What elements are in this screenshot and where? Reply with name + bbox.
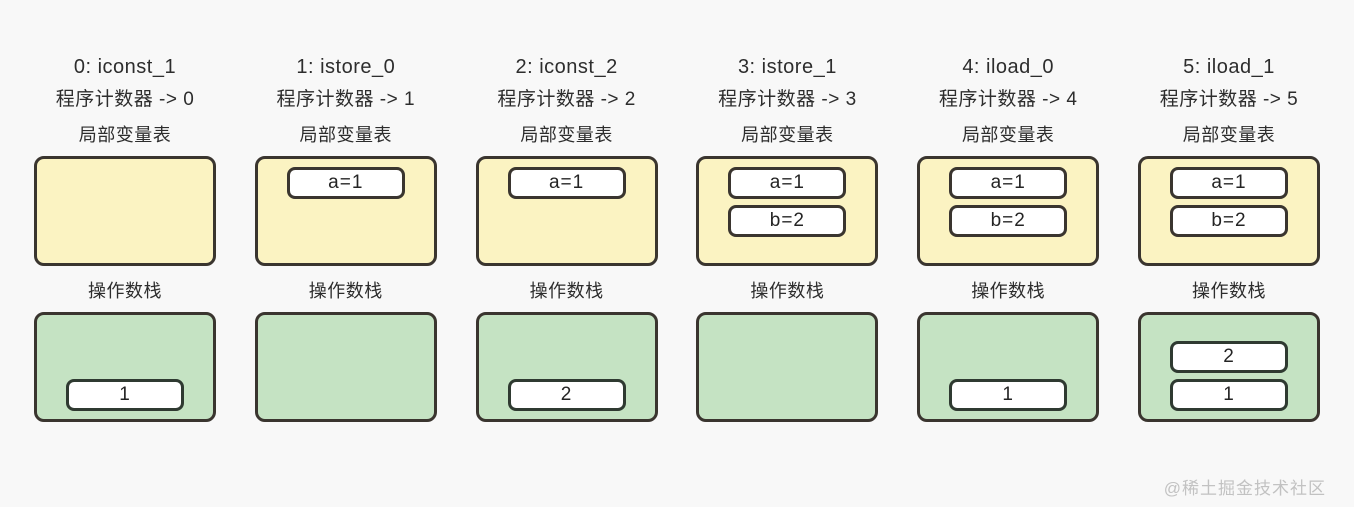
operand-stack-box [254, 312, 437, 422]
local-variable-slot: a=1 [507, 167, 626, 199]
local-variable-table-box: a=1 b=2 [917, 156, 1100, 266]
instruction-label: 0: iconst_1 [73, 56, 177, 78]
step-column-4: 4: iload_0 程序计数器 -> 4 局部变量表 a=1 b=2 操作数栈… [913, 0, 1103, 507]
stack-slot: 2 [1169, 341, 1288, 373]
local-variable-slot: b=2 [949, 205, 1068, 237]
local-variable-table-label: 局部变量表 [299, 125, 393, 145]
operand-stack-label: 操作数栈 [750, 281, 825, 301]
operand-stack-box [696, 312, 879, 422]
stack-slot: 1 [66, 379, 184, 411]
local-variable-slot: b=2 [1169, 205, 1288, 237]
instruction-label: 1: istore_0 [296, 56, 396, 78]
step-column-0: 0: iconst_1 程序计数器 -> 0 局部变量表 操作数栈 1 [30, 0, 220, 507]
local-variable-table-label: 局部变量表 [961, 125, 1055, 145]
local-variable-table-box [34, 156, 216, 266]
operand-stack-label: 操作数栈 [529, 281, 604, 301]
operand-stack-box: 2 1 [1137, 312, 1320, 422]
instruction-label: 5: iload_1 [1183, 56, 1275, 78]
program-counter-label: 程序计数器 -> 3 [718, 89, 857, 110]
operand-stack-label: 操作数栈 [88, 281, 162, 301]
stack-slot: 2 [507, 379, 626, 411]
program-counter-label: 程序计数器 -> 1 [276, 89, 416, 110]
operand-stack-label: 操作数栈 [308, 281, 383, 301]
program-counter-label: 程序计数器 -> 0 [55, 89, 195, 110]
local-variable-table-box: a=1 [475, 156, 658, 266]
operand-stack-label: 操作数栈 [971, 281, 1046, 301]
program-counter-label: 程序计数器 -> 2 [497, 89, 636, 110]
program-counter-label: 程序计数器 -> 4 [938, 89, 1078, 110]
step-column-5: 5: iload_1 程序计数器 -> 5 局部变量表 a=1 b=2 操作数栈… [1134, 0, 1324, 507]
instruction-label: 4: iload_0 [962, 56, 1055, 78]
step-column-2: 2: iconst_2 程序计数器 -> 2 局部变量表 a=1 操作数栈 2 [472, 0, 662, 507]
local-variable-table-box: a=1 [254, 156, 437, 266]
local-variable-table-box: a=1 b=2 [1137, 156, 1320, 266]
operand-stack-box: 1 [917, 312, 1100, 422]
local-variable-table-label: 局部变量表 [1182, 125, 1276, 145]
watermark: @稀土掘金技术社区 [1163, 479, 1326, 498]
local-variable-slot: a=1 [1169, 167, 1288, 199]
local-variable-slot: a=1 [728, 167, 847, 199]
operand-stack-box: 2 [475, 312, 658, 422]
step-column-3: 3: istore_1 程序计数器 -> 3 局部变量表 a=1 b=2 操作数… [692, 0, 882, 507]
stack-slot: 1 [1169, 379, 1288, 411]
stack-slot: 1 [949, 379, 1068, 411]
program-counter-label: 程序计数器 -> 5 [1159, 89, 1299, 110]
instruction-label: 3: istore_1 [737, 56, 837, 78]
local-variable-slot: a=1 [949, 167, 1068, 199]
local-variable-slot: b=2 [728, 205, 847, 237]
local-variable-table-label: 局部变量表 [520, 125, 613, 145]
operand-stack-box: 1 [34, 312, 216, 422]
local-variable-table-box: a=1 b=2 [696, 156, 879, 266]
local-variable-table-label: 局部变量表 [78, 125, 172, 145]
local-variable-slot: a=1 [286, 167, 405, 199]
instruction-label: 2: iconst_2 [515, 56, 618, 78]
operand-stack-label: 操作数栈 [1191, 281, 1266, 301]
local-variable-table-label: 局部变量表 [741, 125, 834, 145]
step-column-1: 1: istore_0 程序计数器 -> 1 局部变量表 a=1 操作数栈 [251, 0, 441, 507]
